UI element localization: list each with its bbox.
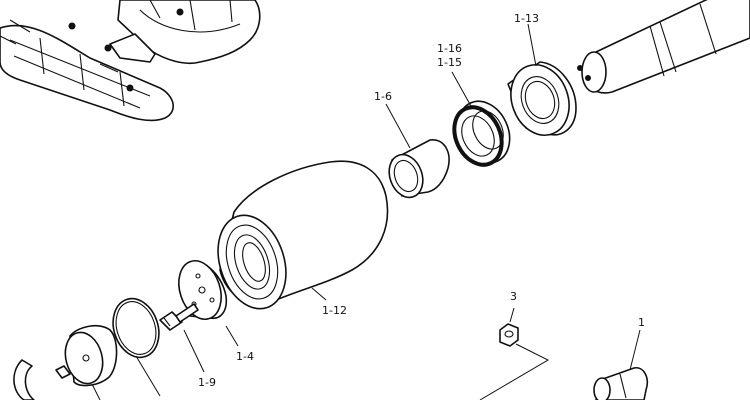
label-part-1-9: 1-9 bbox=[198, 376, 216, 389]
label-part-1: 1 bbox=[638, 316, 645, 329]
shaft bbox=[577, 0, 750, 94]
leader-lines bbox=[91, 23, 641, 400]
o-ring bbox=[112, 297, 160, 359]
label-part-1-16: 1-16 bbox=[437, 42, 462, 55]
seal-ring-1-15-1-16 bbox=[452, 100, 511, 167]
cover-plate-1-4 bbox=[178, 260, 228, 320]
bolt-1-9 bbox=[159, 303, 199, 331]
label-part-1-13: 1-13 bbox=[514, 12, 539, 25]
end-cap bbox=[64, 324, 118, 387]
nut-3 bbox=[499, 323, 519, 347]
collar-1-13 bbox=[507, 61, 577, 136]
label-part-1-6: 1-6 bbox=[374, 90, 392, 103]
snap-ring bbox=[13, 359, 71, 400]
label-part-3: 3 bbox=[510, 290, 517, 303]
roller-1-12 bbox=[217, 160, 389, 310]
label-part-1-12: 1-12 bbox=[322, 304, 347, 317]
pin-1 bbox=[593, 367, 649, 400]
label-part-1-4: 1-4 bbox=[236, 350, 254, 363]
bushing-1-6 bbox=[388, 139, 450, 199]
track-frame-assembly bbox=[0, 0, 261, 122]
label-part-1-15: 1-15 bbox=[437, 56, 462, 69]
